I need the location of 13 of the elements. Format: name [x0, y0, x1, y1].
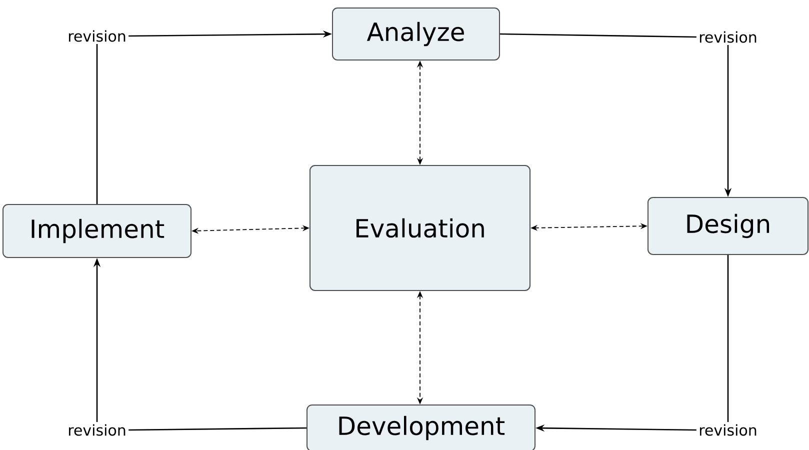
process-box: Analyze	[332, 8, 500, 60]
revision-label: revision	[69, 424, 126, 436]
connector-line	[128, 427, 307, 431]
process-box: Development	[306, 404, 536, 450]
process-box: Design	[648, 197, 808, 255]
revision-label: revision	[700, 424, 756, 436]
connector-line	[500, 33, 696, 38]
process-box: Implement	[2, 204, 192, 258]
process-box: Evaluation	[310, 165, 530, 291]
connector-line	[96, 44, 98, 204]
revision-label: revision	[700, 31, 756, 43]
connector-line	[727, 255, 729, 422]
revision-label: revision	[69, 30, 126, 42]
